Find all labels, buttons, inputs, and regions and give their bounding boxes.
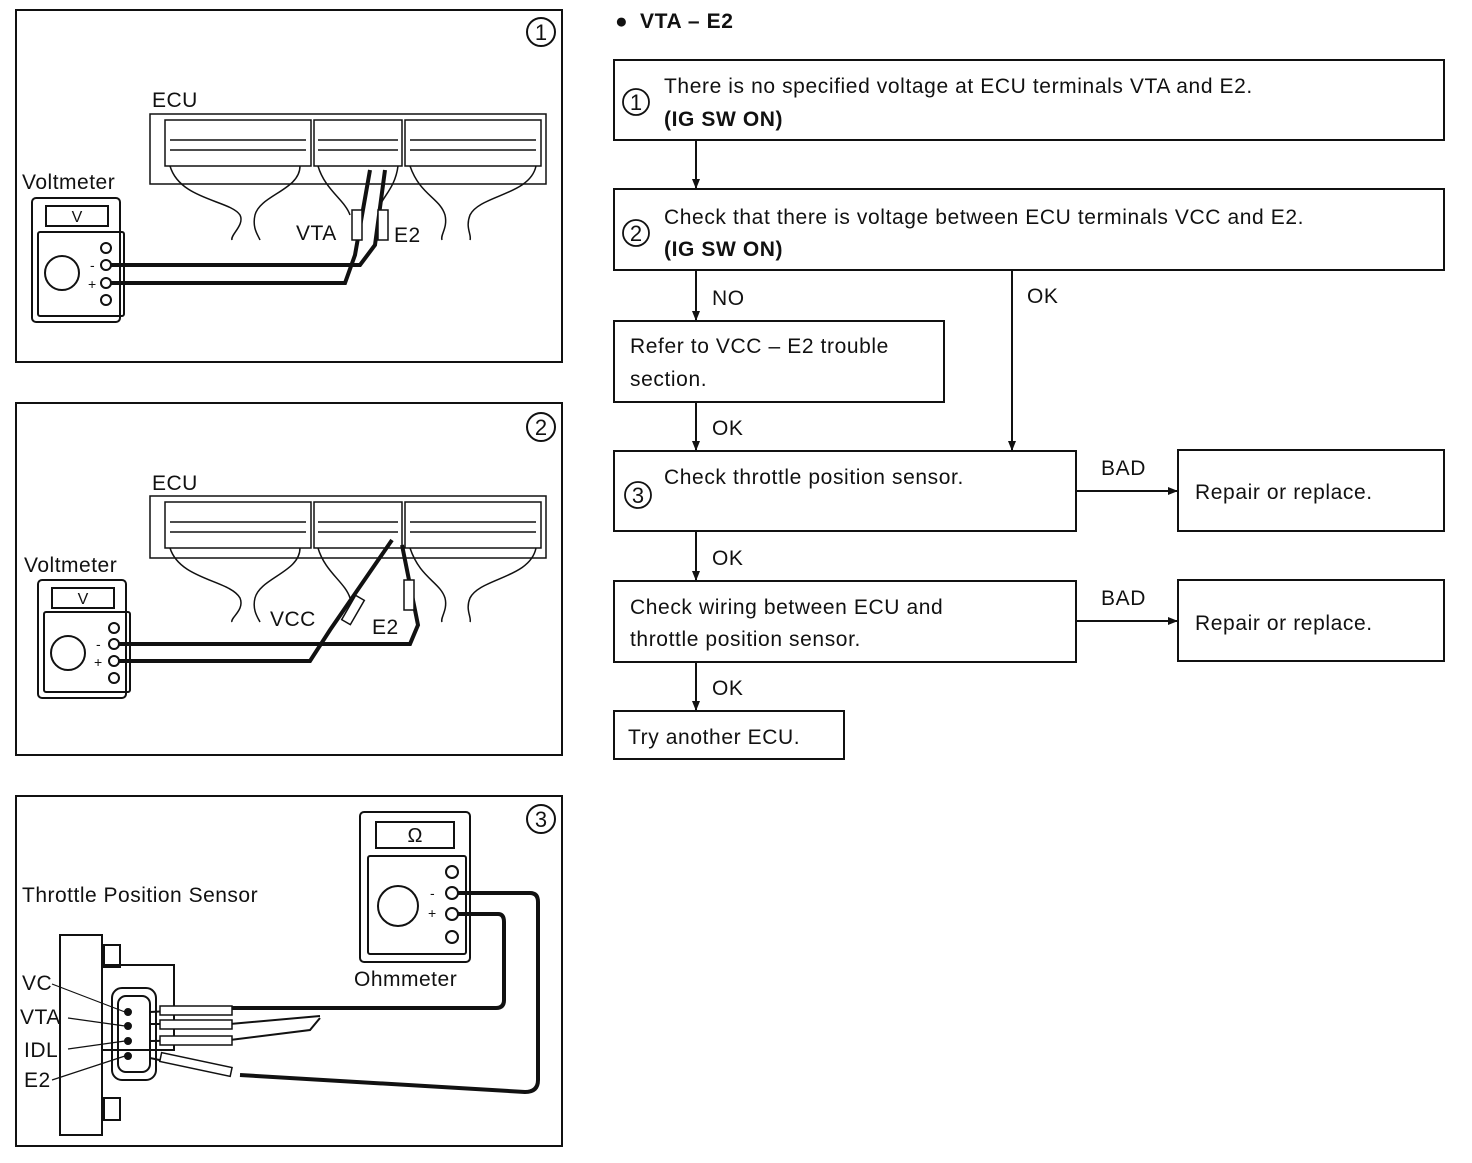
voltmeter-label: Voltmeter — [22, 171, 115, 194]
ohmmeter-label: Ohmmeter — [354, 968, 457, 991]
label-bad: BAD — [1101, 587, 1146, 610]
section-heading: VTA – E2 — [640, 10, 734, 33]
refer-box: Refer to VCC – E2 trouble section. — [613, 320, 945, 403]
minus-sign: - — [90, 257, 95, 273]
wiring-text-line1: Check wiring between ECU and — [630, 596, 943, 619]
figure-1-ecu-vta-e2: 1 ECU Voltmeter V - — [15, 9, 563, 363]
ohmmeter — [359, 811, 471, 963]
repair-box-1: Repair or replace. — [1177, 449, 1445, 532]
pin-e2-label: E2 — [24, 1069, 51, 1092]
ohmmeter-display: Ω — [408, 825, 423, 847]
svg-text:2: 2 — [630, 221, 642, 246]
svg-text:3: 3 — [632, 483, 644, 508]
figure-3-number: 3 — [526, 804, 556, 834]
flowchart: ● VTA – E2 1 There is no specified volta… — [613, 10, 1445, 760]
plus-sign: + — [94, 654, 102, 670]
ecu-label: ECU — [152, 472, 198, 495]
repair-box-2: Repair or replace. — [1177, 579, 1445, 662]
step-1-text: There is no specified voltage at ECU ter… — [664, 75, 1253, 98]
step-2-box: 2 Check that there is voltage between EC… — [613, 188, 1445, 271]
pin-idl-label: IDL — [24, 1039, 58, 1062]
pin-vta-label: VTA — [20, 1006, 61, 1029]
svg-text:1: 1 — [535, 20, 547, 45]
sensor-label: Throttle Position Sensor — [22, 884, 258, 907]
pin-labels: VC VTA IDL E2 — [20, 972, 61, 1092]
pin-vc-label: VC — [22, 972, 52, 995]
ecu-label: ECU — [152, 89, 198, 112]
label-no: NO — [712, 287, 745, 310]
refer-text-line2: section. — [630, 368, 707, 391]
final-box: Try another ECU. — [613, 710, 845, 760]
ecu-connector — [149, 495, 547, 623]
plus-sign: + — [428, 905, 436, 921]
label-ok: OK — [712, 547, 744, 570]
label-bad: BAD — [1101, 457, 1146, 480]
figure-2-number: 2 — [526, 412, 556, 442]
svg-text:2: 2 — [535, 415, 547, 440]
refer-text-line1: Refer to VCC – E2 trouble — [630, 335, 889, 358]
step-1-box: 1 There is no specified voltage at ECU t… — [613, 59, 1445, 141]
repair-text: Repair or replace. — [1195, 481, 1373, 504]
repair-text: Repair or replace. — [1195, 612, 1373, 635]
plus-sign: + — [88, 276, 96, 292]
figure-2-ecu-vcc-e2: 2 ECU Voltmeter V - + — [15, 402, 563, 756]
sensor-body — [59, 934, 175, 1136]
step-2-condition: (IG SW ON) — [664, 238, 783, 261]
pin-leader-lines — [51, 983, 126, 1081]
probe-e2-label: E2 — [372, 616, 399, 639]
figure-3-throttle-sensor: 3 Throttle Position Sensor Ω - + Ohmmete… — [15, 795, 563, 1147]
voltmeter-display: V — [78, 591, 89, 608]
voltmeter-label: Voltmeter — [24, 554, 117, 577]
label-ok: OK — [712, 677, 744, 700]
svg-text:1: 1 — [630, 90, 642, 115]
voltmeter — [31, 197, 125, 323]
probe-vta-label: VTA — [296, 222, 337, 245]
minus-sign: - — [430, 885, 435, 901]
step-1-condition: (IG SW ON) — [664, 108, 783, 131]
label-ok: OK — [1027, 285, 1059, 308]
wiring-check-box: Check wiring between ECU and throttle po… — [613, 580, 1077, 663]
test-leads — [111, 169, 387, 285]
voltmeter-display: V — [72, 209, 83, 226]
probe-e2-label: E2 — [394, 224, 421, 247]
ecu-connector — [149, 113, 547, 241]
minus-sign: - — [96, 636, 101, 652]
probe-vcc-label: VCC — [270, 608, 316, 631]
ohmmeter-leads — [232, 891, 540, 1095]
section-heading-bullet: ● — [615, 10, 628, 33]
final-text: Try another ECU. — [628, 726, 800, 749]
svg-text:3: 3 — [535, 807, 547, 832]
step-3-text: Check throttle position sensor. — [664, 466, 964, 489]
step-2-text: Check that there is voltage between ECU … — [664, 206, 1304, 229]
figure-1-number: 1 — [526, 17, 556, 47]
wiring-text-line2: throttle position sensor. — [630, 628, 861, 651]
label-ok: OK — [712, 417, 744, 440]
step-3-box: 3 Check throttle position sensor. — [613, 450, 1077, 532]
